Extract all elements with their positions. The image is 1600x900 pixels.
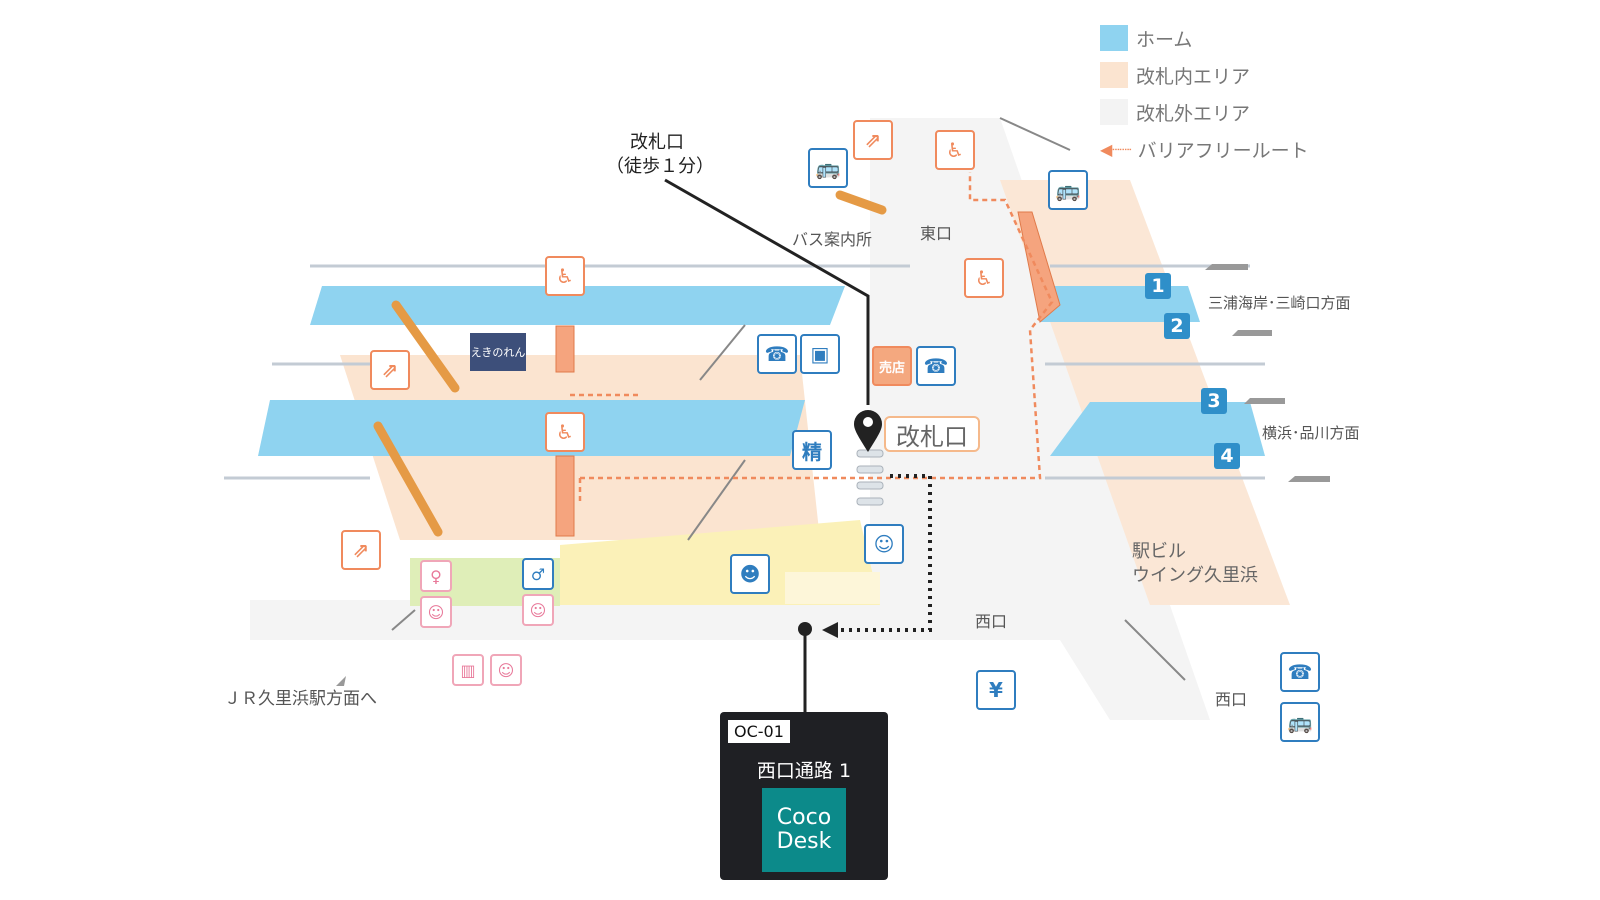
legend-label: バリアフリールート xyxy=(1137,139,1309,162)
gate-label: 改札口 xyxy=(884,416,980,452)
platform-west-lower xyxy=(258,400,805,456)
legend-arrow-icon: ◀┈┈ xyxy=(1100,139,1132,159)
direction-down-label: 横浜･品川方面 xyxy=(1262,424,1360,442)
barrier-free-route xyxy=(570,172,1054,505)
shop-icon: 売店 xyxy=(872,346,912,386)
bus-icon: 🚌 xyxy=(808,148,848,188)
phone-icon: ☎ xyxy=(1280,652,1320,692)
bus-icon: 🚌 xyxy=(1048,170,1088,210)
wheelchair-icon: ♿ xyxy=(964,258,1004,298)
legend-label: ホーム xyxy=(1136,28,1193,51)
platform-west-upper xyxy=(310,286,845,325)
coco-desk-logo: Coco Desk xyxy=(762,788,846,872)
platform-number-1: 1 xyxy=(1145,273,1171,299)
ticket-machine-icon: ▣ xyxy=(800,334,840,374)
escalator-icon: ⇗ xyxy=(370,350,410,390)
bus-icon: 🚌 xyxy=(1280,702,1320,742)
elevator-icon: ♿ xyxy=(545,256,585,296)
logo-line2: Desk xyxy=(776,829,832,854)
west-exit-label-2: 西口 xyxy=(1215,690,1248,709)
atm-icon: ¥ xyxy=(976,670,1016,710)
multipurpose-toilet-icon: ▥ xyxy=(452,654,484,686)
stairs xyxy=(391,117,1186,681)
legend-item-barrier-free: ◀┈┈ バリアフリールート xyxy=(1100,135,1309,163)
direction-up-label: 三浦海岸･三崎口方面 xyxy=(1208,294,1351,312)
legend-label: 改札外エリア xyxy=(1136,102,1251,125)
elevator-icon: ♿ xyxy=(935,130,975,170)
location-name: 西口通路 1 xyxy=(756,760,852,782)
gate-callout-title: 改札口 xyxy=(630,132,684,153)
legend-swatch xyxy=(1100,25,1128,51)
toilet-male-icon: ♂ xyxy=(522,558,554,590)
platform-number-3: 3 xyxy=(1201,388,1227,414)
platform-east-lower xyxy=(1050,402,1265,456)
location-pin-icon xyxy=(854,410,882,452)
train-markers xyxy=(336,264,1330,686)
platform-number-2: 2 xyxy=(1164,313,1190,339)
location-code: OC-01 xyxy=(728,720,790,743)
leader-line-gate xyxy=(664,178,870,405)
phone-icon: ☎ xyxy=(916,346,956,386)
platform-number-4: 4 xyxy=(1214,443,1240,469)
escalator-icon: ⇗ xyxy=(341,530,381,570)
elevator-icon: ♿ xyxy=(545,412,585,452)
west-exit-label: 西口 xyxy=(975,612,1008,631)
escalator-icon: ⇗ xyxy=(853,120,893,160)
station-staff-icon: ☻ xyxy=(730,554,770,594)
toilet-female-icon: ♀ xyxy=(420,560,452,592)
logo-line1: Coco xyxy=(776,805,832,830)
escalators xyxy=(373,190,887,537)
route-arrowhead xyxy=(822,622,838,638)
baby-icon: ☺ xyxy=(420,596,452,628)
elevator-shaft-2 xyxy=(555,455,575,537)
ticket-gates xyxy=(856,449,884,506)
legend-swatch xyxy=(1100,99,1128,125)
baby-icon: ☺ xyxy=(522,594,554,626)
east-exit-label: 東口 xyxy=(920,224,953,243)
baby-icon: ☺ xyxy=(490,654,522,686)
legend-item-outside-gate: 改札外エリア xyxy=(1100,98,1250,126)
location-card[interactable]: OC-01 西口通路 1 Coco Desk xyxy=(720,712,888,880)
jr-direction-label: ＪＲ久里浜駅方面へ xyxy=(224,689,377,709)
legend-label: 改札内エリア xyxy=(1136,65,1251,88)
legend-swatch xyxy=(1100,62,1128,88)
legend-item-inside-gate: 改札内エリア xyxy=(1100,61,1250,89)
bus-info-label: バス案内所 xyxy=(792,230,873,249)
gate-callout-time: （徒歩１分） xyxy=(606,156,714,177)
ticket-office-icon: ☺ xyxy=(864,524,904,564)
fare-adjustment-icon: 精 xyxy=(792,430,832,470)
station-building-label: 駅ビル ウイング久里浜 xyxy=(1132,541,1258,586)
elevator-shaft-1 xyxy=(555,325,575,373)
concourse-room xyxy=(785,572,880,604)
restaurant-logo: えきのれん xyxy=(470,333,526,371)
phone-icon: ☎ xyxy=(757,334,797,374)
legend-item-platform: ホーム xyxy=(1100,24,1192,52)
